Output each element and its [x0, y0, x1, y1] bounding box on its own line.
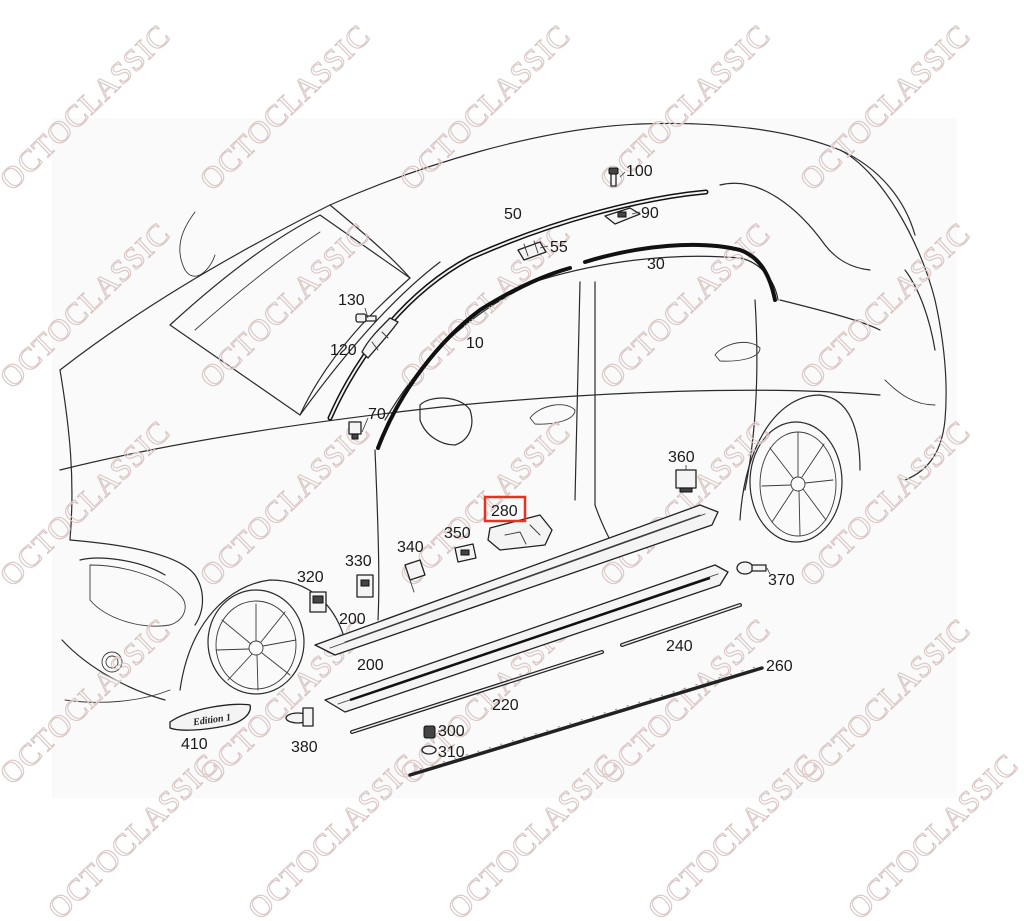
callout-380[interactable]: 380 — [291, 739, 318, 756]
sill-strip-260[interactable] — [408, 666, 764, 777]
rivet-380[interactable] — [285, 707, 314, 727]
callout-360[interactable]: 360 — [668, 449, 695, 466]
callout-30[interactable]: 30 — [647, 256, 665, 273]
washer-310[interactable] — [421, 745, 437, 755]
front-window-trim[interactable] — [376, 266, 572, 450]
callout-70[interactable]: 70 — [368, 406, 386, 423]
front-wheel — [207, 589, 305, 695]
callout-330[interactable]: 330 — [345, 553, 372, 570]
nut-300[interactable] — [423, 725, 436, 739]
badge-text: Edition 1 — [191, 712, 231, 728]
callout-200-upper[interactable]: 200 — [339, 611, 366, 628]
clip-340[interactable] — [404, 559, 426, 593]
clip-90[interactable] — [604, 207, 641, 225]
clip-55[interactable] — [517, 240, 547, 261]
callout-120[interactable]: 120 — [330, 342, 357, 359]
callout-200-lower[interactable]: 200 — [357, 657, 384, 674]
screw-100[interactable] — [608, 167, 619, 187]
clip-70[interactable] — [348, 421, 362, 440]
rear-wheel — [749, 421, 843, 543]
parts: Edition 1 — [169, 167, 777, 777]
callout-130[interactable]: 130 — [338, 292, 365, 309]
callout-10[interactable]: 10 — [466, 335, 484, 352]
callout-280[interactable]: 280 — [491, 503, 518, 520]
rear-window-trim[interactable] — [583, 242, 777, 302]
callout-410[interactable]: 410 — [181, 736, 208, 753]
callout-55[interactable]: 55 — [550, 239, 568, 256]
clip-120[interactable] — [361, 317, 399, 359]
callout-320[interactable]: 320 — [297, 569, 324, 586]
side-skirt-lower[interactable] — [324, 564, 729, 713]
car-outline — [59, 122, 947, 703]
callout-50[interactable]: 50 — [504, 206, 522, 223]
side-skirt-upper[interactable] — [314, 504, 719, 656]
clip-330[interactable] — [356, 574, 374, 598]
callout-labels: 100 90 50 55 30 130 120 10 70 360 280 33… — [181, 163, 795, 761]
bracket-280[interactable] — [487, 514, 553, 551]
callout-370[interactable]: 370 — [768, 572, 795, 589]
callout-350[interactable]: 350 — [444, 525, 471, 542]
callout-300[interactable]: 300 — [438, 723, 465, 740]
highlight-box-280 — [483, 495, 527, 523]
callout-310[interactable]: 310 — [438, 744, 465, 761]
clip-320[interactable] — [309, 591, 327, 613]
callout-220[interactable]: 220 — [492, 697, 519, 714]
bolt-130[interactable] — [355, 313, 377, 323]
callout-240[interactable]: 240 — [666, 638, 693, 655]
rivet-370[interactable] — [736, 561, 767, 575]
callout-100[interactable]: 100 — [626, 163, 653, 180]
clip-350[interactable] — [454, 543, 477, 563]
edition-badge-410[interactable]: Edition 1 — [169, 703, 251, 731]
leader-lines — [361, 171, 771, 732]
callout-260[interactable]: 260 — [766, 658, 793, 675]
callout-340[interactable]: 340 — [397, 539, 424, 556]
callout-90[interactable]: 90 — [641, 205, 659, 222]
